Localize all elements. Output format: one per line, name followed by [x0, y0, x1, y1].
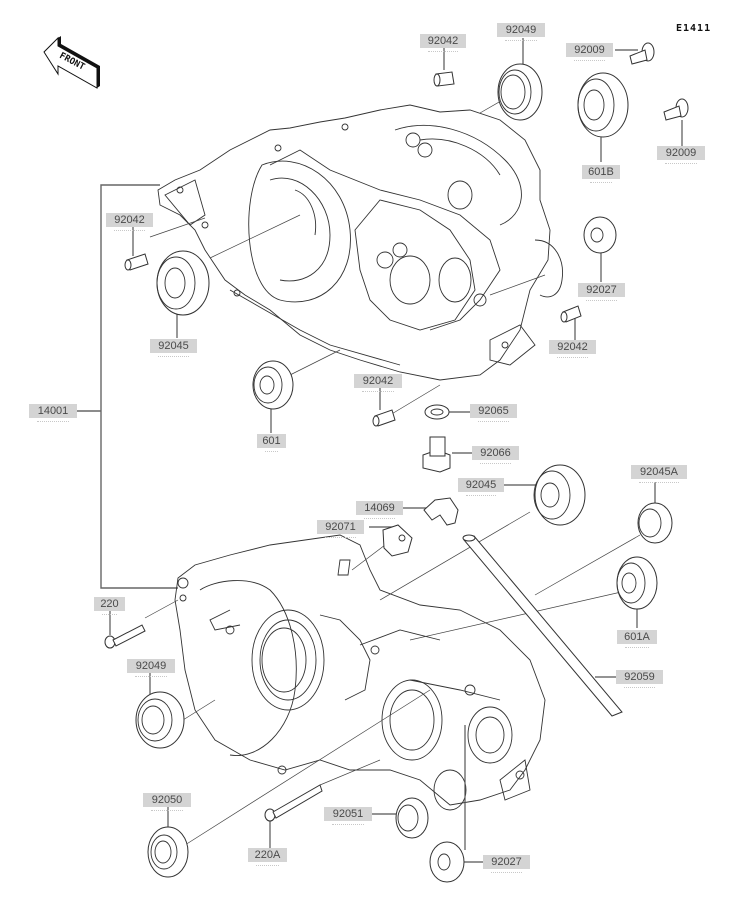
part-label-92050[interactable]: 92050	[143, 793, 191, 811]
part-label-92045A[interactable]: 92045A	[631, 465, 687, 483]
part-label-92042[interactable]: 92042	[549, 340, 596, 358]
part-label-220A[interactable]: 220A	[248, 848, 287, 866]
washer-icon-92027-bottom	[429, 841, 465, 883]
part-label-92042[interactable]: 92042	[420, 34, 466, 52]
part-label-92027[interactable]: 92027	[578, 283, 625, 301]
elbow-fitting-icon-14069	[423, 497, 459, 526]
dowel-pin-icon-mid	[372, 409, 396, 427]
bolt-icon-220	[104, 624, 146, 649]
part-label-601B[interactable]: 601B	[582, 165, 620, 183]
oil-seal-icon-92051	[395, 797, 429, 839]
part-label-14069[interactable]: 14069	[356, 501, 403, 519]
part-label-92051[interactable]: 92051	[324, 807, 372, 825]
part-label-92009[interactable]: 92009	[657, 146, 705, 164]
part-label-92071[interactable]: 92071	[317, 520, 364, 538]
upper-crankcase-drawing	[157, 104, 563, 381]
part-label-92049[interactable]: 92049	[127, 659, 175, 677]
bearing-icon-92045A	[637, 502, 673, 544]
lower-crankcase-drawing	[174, 534, 546, 811]
oil-seal-icon-top	[497, 63, 543, 121]
part-label-14001[interactable]: 14001	[29, 404, 77, 422]
part-label-92009[interactable]: 92009	[566, 43, 613, 61]
part-label-601[interactable]: 601	[257, 434, 286, 452]
bolt-icon-220A	[264, 784, 323, 822]
bolt-icon-92009-b	[663, 98, 689, 121]
crankcase-set-bracket	[100, 184, 178, 589]
diagram-code: E1411	[676, 23, 712, 34]
oil-seal-icon-92050	[147, 826, 189, 878]
plug-icon-92066	[422, 436, 451, 473]
washer-icon-92065	[424, 404, 450, 420]
leader-lines	[109, 38, 683, 863]
part-label-92042[interactable]: 92042	[354, 374, 402, 392]
part-label-92045[interactable]: 92045	[458, 478, 504, 496]
part-label-92059[interactable]: 92059	[616, 670, 663, 688]
part-label-220[interactable]: 220	[94, 597, 125, 615]
bearing-icon-92045-left	[156, 250, 210, 316]
part-label-92027[interactable]: 92027	[483, 855, 530, 873]
dowel-pin-icon-left	[124, 253, 149, 271]
bearing-icon-92045-mid	[533, 464, 586, 526]
dowel-pin-icon-top	[433, 71, 455, 87]
part-label-92049[interactable]: 92049	[497, 23, 545, 41]
part-label-92065[interactable]: 92065	[470, 404, 517, 422]
bolt-icon-92009-a	[629, 42, 655, 65]
bearing-icon-601	[252, 360, 294, 410]
oil-seal-icon-92049-bottom	[135, 691, 185, 749]
part-label-92045[interactable]: 92045	[150, 339, 197, 357]
bearing-icon-601B	[577, 72, 629, 138]
pipe-icon-92059	[462, 534, 623, 717]
washer-icon-92027-top	[583, 216, 617, 254]
bearing-icon-601A	[616, 556, 658, 610]
part-label-601A[interactable]: 601A	[617, 630, 657, 648]
plate-icon-92071	[382, 524, 413, 557]
part-label-92042[interactable]: 92042	[106, 213, 153, 231]
part-label-92066[interactable]: 92066	[472, 446, 519, 464]
dowel-pin-icon-right	[560, 305, 582, 323]
front-arrow-icon: FRONT	[43, 36, 100, 89]
